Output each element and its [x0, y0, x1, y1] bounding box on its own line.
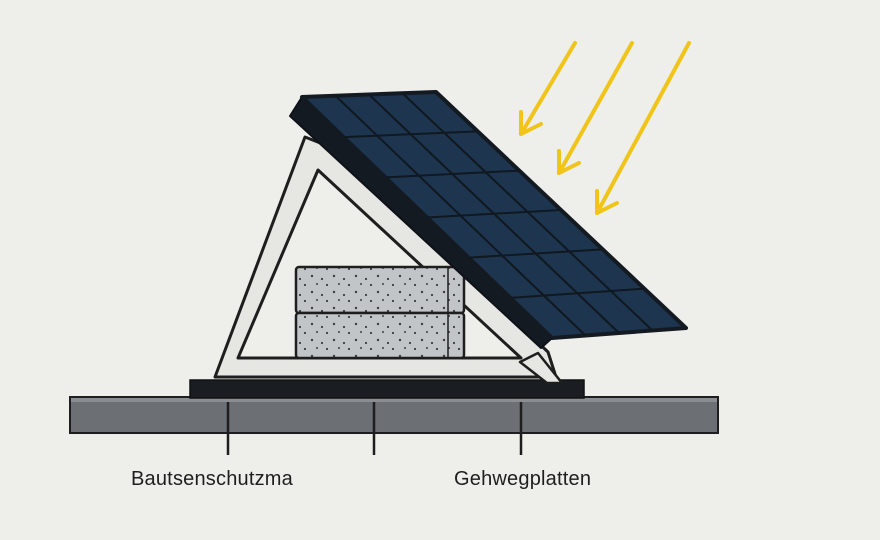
label-paving-slabs: Gehwegplatten — [454, 468, 592, 490]
roof-deck-highlight — [71, 398, 717, 402]
sun-ray-arrow-3 — [595, 41, 691, 215]
concrete-block-bottom — [294, 311, 466, 360]
panel-grid-column-line — [334, 95, 587, 337]
roof-deck-top — [69, 396, 719, 434]
leader-lines — [226, 402, 523, 455]
sun-rays — [519, 41, 691, 215]
concrete-blocks — [294, 265, 466, 360]
sun-ray-arrow-2 — [557, 41, 634, 175]
solar-panel-cell-grid — [334, 92, 654, 337]
panel-grid-column-line — [368, 93, 620, 334]
label-building-protection-mat: Bautsenschutzma — [131, 468, 293, 490]
concrete-block-top — [294, 265, 466, 315]
protection-mat — [189, 379, 585, 399]
protection-mat-body — [189, 379, 585, 399]
sun-ray-arrow-1 — [519, 41, 577, 136]
solar-panel — [289, 90, 688, 349]
panel-grid-column-line — [401, 92, 654, 332]
roof-deck — [69, 396, 719, 434]
mounting-frame-rear-leg — [518, 351, 564, 385]
